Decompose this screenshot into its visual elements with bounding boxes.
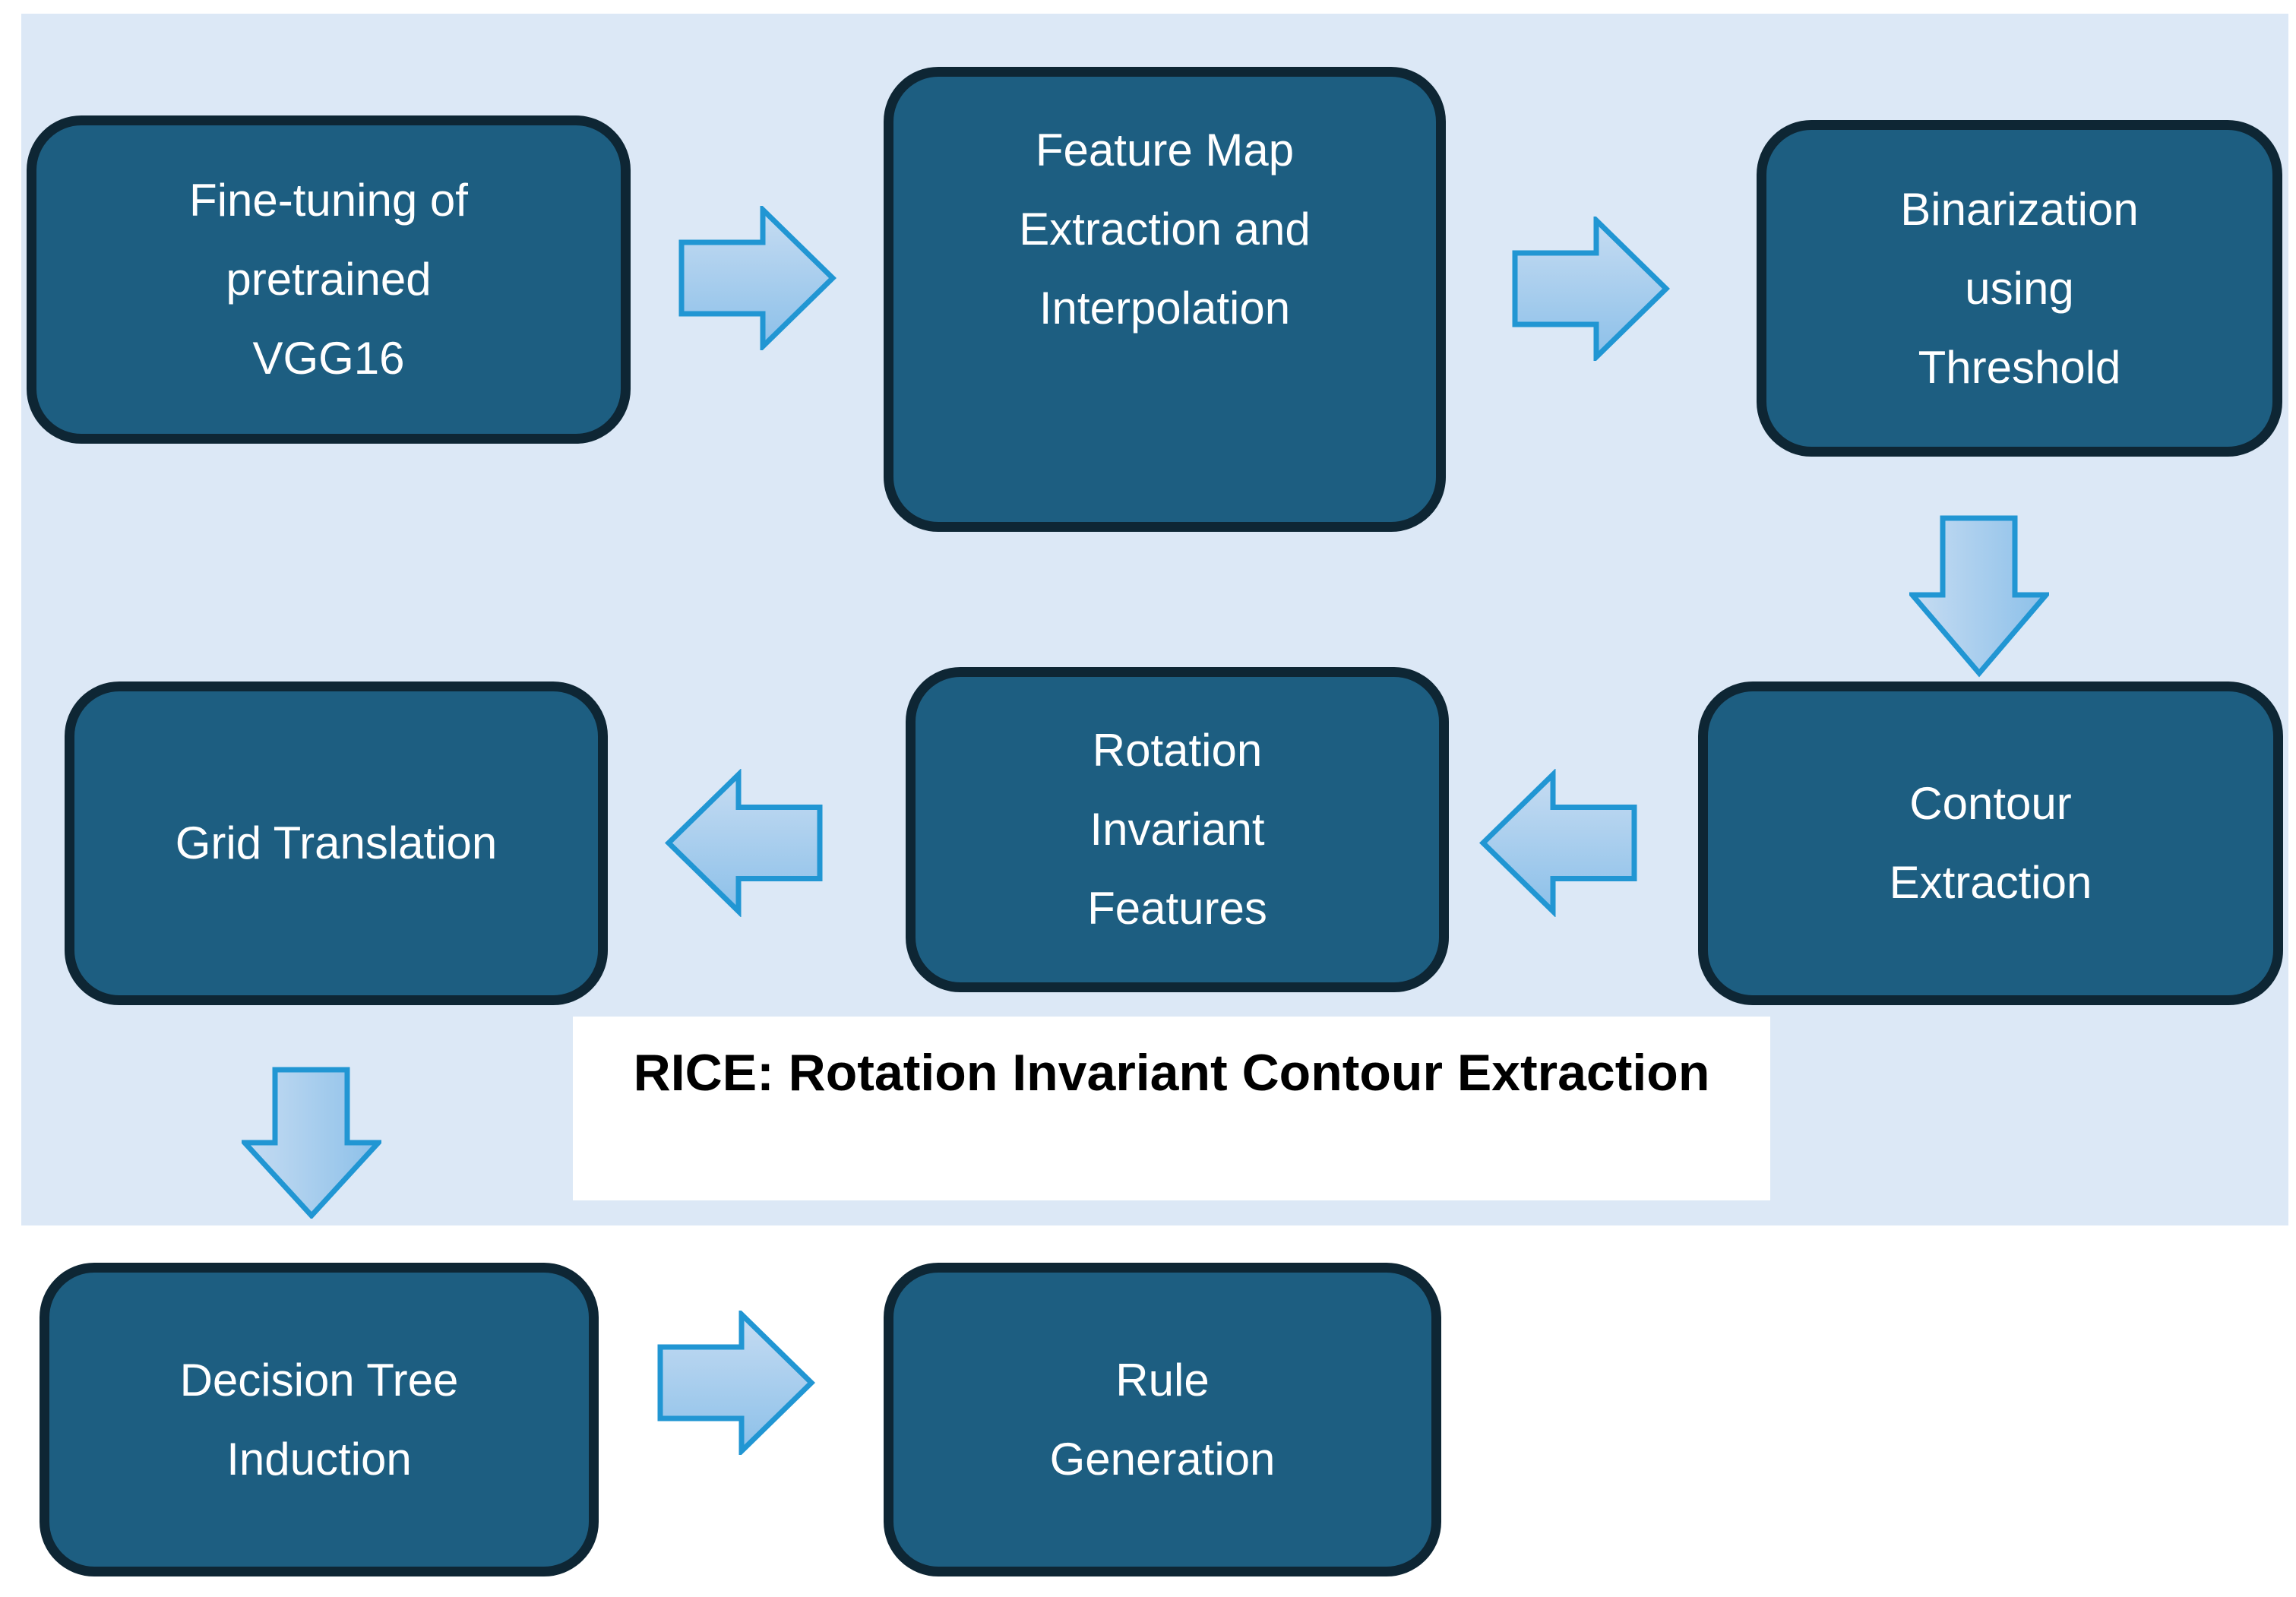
node-label-line: Features [1087,883,1267,934]
down-arrow-icon [1909,515,2049,678]
node-finetune-vgg16: Fine-tuning of pretrained VGG16 [27,115,631,444]
node-label-line: Rule [1115,1354,1210,1406]
left-arrow-icon [1479,769,1637,917]
node-label-line: using [1965,262,2074,314]
left-arrow-icon [665,769,823,917]
right-arrow-icon [678,206,836,350]
rice-caption: RICE: Rotation Invariant Contour Extract… [573,1017,1770,1200]
node-label-line: Binarization [1900,183,2139,235]
node-label-line: Extraction and [1019,203,1311,255]
node-label-line: Rotation [1092,725,1263,776]
node-label-line: VGG16 [252,333,405,384]
down-arrow-icon [242,1067,381,1219]
node-label-line: pretrained [226,254,432,305]
node-decision-tree-induction: Decision Tree Induction [40,1263,599,1576]
node-label-line: Interpolation [1039,282,1291,334]
node-grid-translation: Grid Translation [65,681,608,1005]
node-label-line: Induction [226,1433,412,1485]
node-rule-generation: Rule Generation [884,1263,1441,1576]
node-label-line: Fine-tuning of [189,175,468,226]
right-arrow-icon [657,1311,815,1455]
node-label-line: Threshold [1918,341,2121,393]
node-label-line: Feature Map [1035,124,1295,176]
node-rotation-invariant-features: Rotation Invariant Features [906,667,1449,992]
node-binarization-threshold: Binarization using Threshold [1757,120,2282,457]
node-label-line: Invariant [1089,804,1265,855]
node-label-line: Decision Tree [179,1354,459,1406]
node-label-line: Contour [1909,778,2072,829]
rice-caption-text: RICE: Rotation Invariant Contour Extract… [633,1044,1710,1102]
node-label-line: Extraction [1889,857,2092,908]
node-label-line: Generation [1049,1433,1276,1485]
node-feature-map-extraction: Feature Map Extraction and Interpolation [884,67,1446,532]
node-contour-extraction: Contour Extraction [1698,681,2283,1005]
right-arrow-icon [1512,217,1670,361]
node-label-line: Grid Translation [175,817,498,868]
